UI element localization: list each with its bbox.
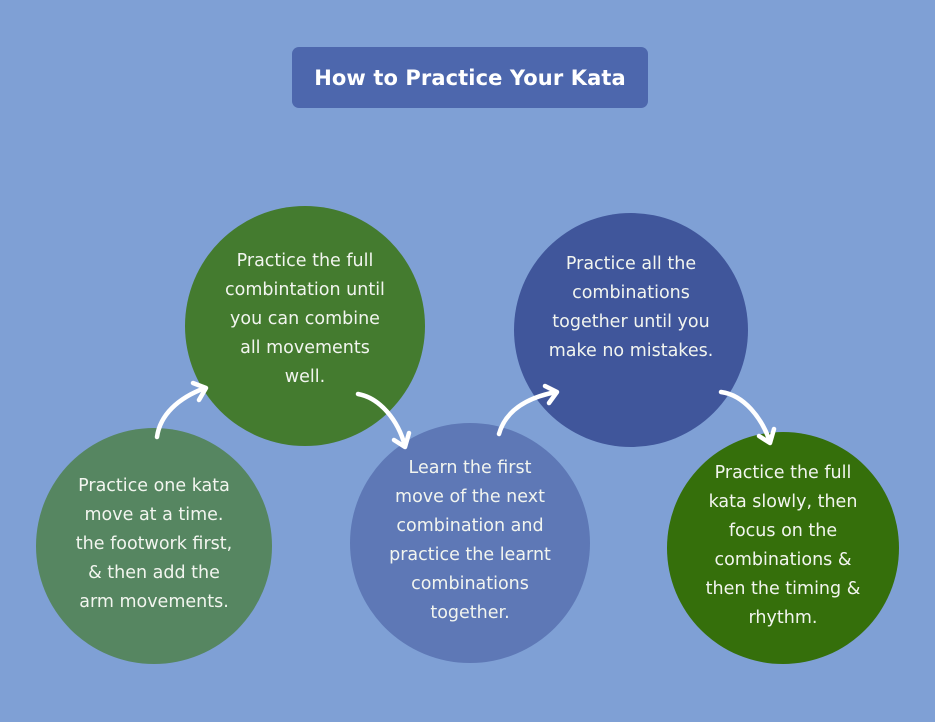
step-1-circle: Practice one kata move at a time. the fo…	[36, 428, 272, 664]
title-banner: How to Practice Your Kata	[292, 47, 648, 108]
step-5-circle: Practice the full kata slowly, then focu…	[667, 432, 899, 664]
page-title: How to Practice Your Kata	[314, 65, 626, 90]
step-4-circle: Practice all the combinations together u…	[514, 213, 748, 447]
step-3-text: Learn the first move of the next combina…	[389, 458, 551, 623]
step-2-text: Practice the full combintation until you…	[225, 250, 385, 387]
step-5-text: Practice the full kata slowly, then focu…	[705, 463, 861, 628]
step-4-text: Practice all the combinations together u…	[548, 254, 714, 361]
step-1-text: Practice one kata move at a time. the fo…	[75, 475, 233, 612]
step-2-circle: Practice the full combintation until you…	[185, 206, 425, 446]
step-3-circle: Learn the first move of the next combina…	[350, 423, 590, 663]
